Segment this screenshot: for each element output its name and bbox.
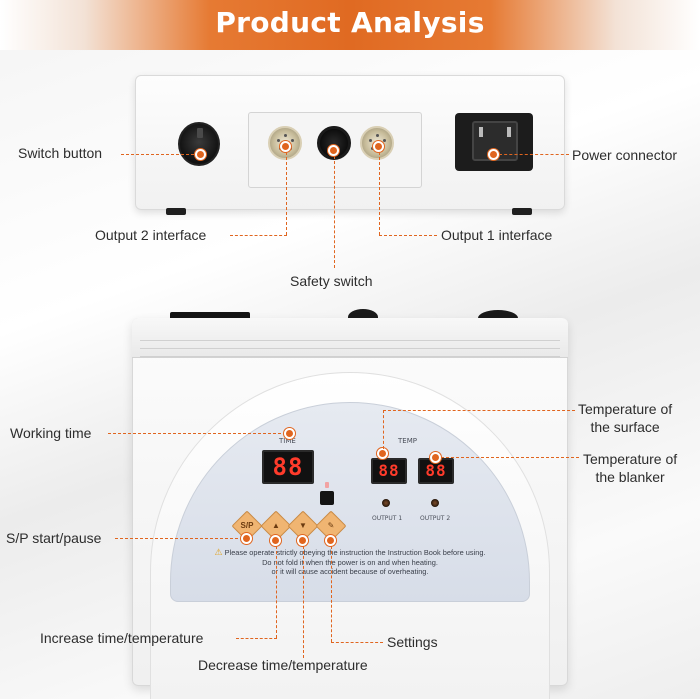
header-banner [0,0,700,50]
groove [140,356,560,357]
callout-dot [377,448,388,459]
callout-line [303,546,304,658]
callout-dot [195,149,206,160]
temp-label: TEMP [398,437,417,445]
blanker-temp-display: 88 [418,458,454,484]
label-temp-blanker-line2: the blanker [595,469,665,485]
time-display: 88 [262,450,314,484]
surface-temp-display: 88 [371,458,407,484]
callout-line [276,546,277,638]
warning-icon: ⚠ [214,547,223,557]
output-2-led [431,499,439,507]
warning-line-2: Do not fold it when the power is on and … [262,557,438,567]
callout-dot [488,149,499,160]
power-pin [507,127,511,137]
front-top-strip [132,318,568,358]
warning-text: ⚠ Please operate strictly obeying the in… [172,547,528,588]
callout-line [441,457,579,458]
callout-line [230,235,287,236]
label-output-2: Output 2 interface [95,227,207,243]
label-safety-switch: Safety switch [290,273,373,289]
output-2-label: OUTPUT 2 [420,515,451,522]
callout-line [236,638,277,639]
callout-line [121,154,199,155]
callout-line [286,152,287,235]
callout-dot [297,535,308,546]
label-switch-button: Switch button [18,145,103,161]
callout-line [379,152,380,235]
down-arrow-icon: ▼ [299,521,307,530]
callout-line [334,156,335,268]
callout-dot [430,452,441,463]
callout-line [108,433,286,434]
groove [140,340,560,341]
callout-line [331,642,383,643]
callout-dot [328,145,339,156]
label-output-1: Output 1 interface [441,227,553,243]
callout-dot [280,141,291,152]
callout-dot [270,535,281,546]
page-title: Product Analysis [215,6,485,39]
label-temp-blanker-line1: Temperature of [583,451,678,467]
rocker-mark [197,128,203,138]
warning-line-1: Please operate strictly obeying the inst… [224,548,486,557]
wrench-icon: ✎ [327,521,335,530]
label-decrease: Decrease time/temperature [198,657,368,673]
output-1-led [382,499,390,507]
callout-line [499,154,569,155]
up-arrow-icon: ▲ [272,521,280,530]
label-increase: Increase time/temperature [40,630,204,646]
time-label: TIME [279,437,296,445]
callout-dot [284,428,295,439]
device-foot [166,208,186,215]
settings-led [325,482,329,488]
callout-dot [241,533,252,544]
settings-small-button[interactable] [320,491,334,505]
callout-line [379,235,437,236]
device-foot [512,208,532,215]
label-temp-blanker: Temperature of the blanker [583,451,677,485]
label-temp-surface-line2: the surface [590,419,660,435]
label-working-time: Working time [10,425,92,441]
sp-key-label: S/P [240,521,254,530]
callout-line [115,538,243,539]
label-settings: Settings [387,634,438,650]
output-1-label: OUTPUT 1 [372,515,403,522]
groove [140,348,560,349]
callout-dot [373,141,384,152]
label-power-connector: Power connector [572,147,678,163]
callout-line [383,410,384,449]
output-1-port [360,126,394,160]
label-temp-surface-line1: Temperature of [578,401,673,417]
label-temp-surface: Temperature of the surface [578,401,672,435]
warning-line-3: or it will cause accident because of ove… [271,567,429,576]
power-pin [479,127,483,137]
callout-line [383,410,575,411]
callout-dot [325,535,336,546]
label-sp: S/P start/pause [6,530,102,546]
callout-line [331,546,332,642]
